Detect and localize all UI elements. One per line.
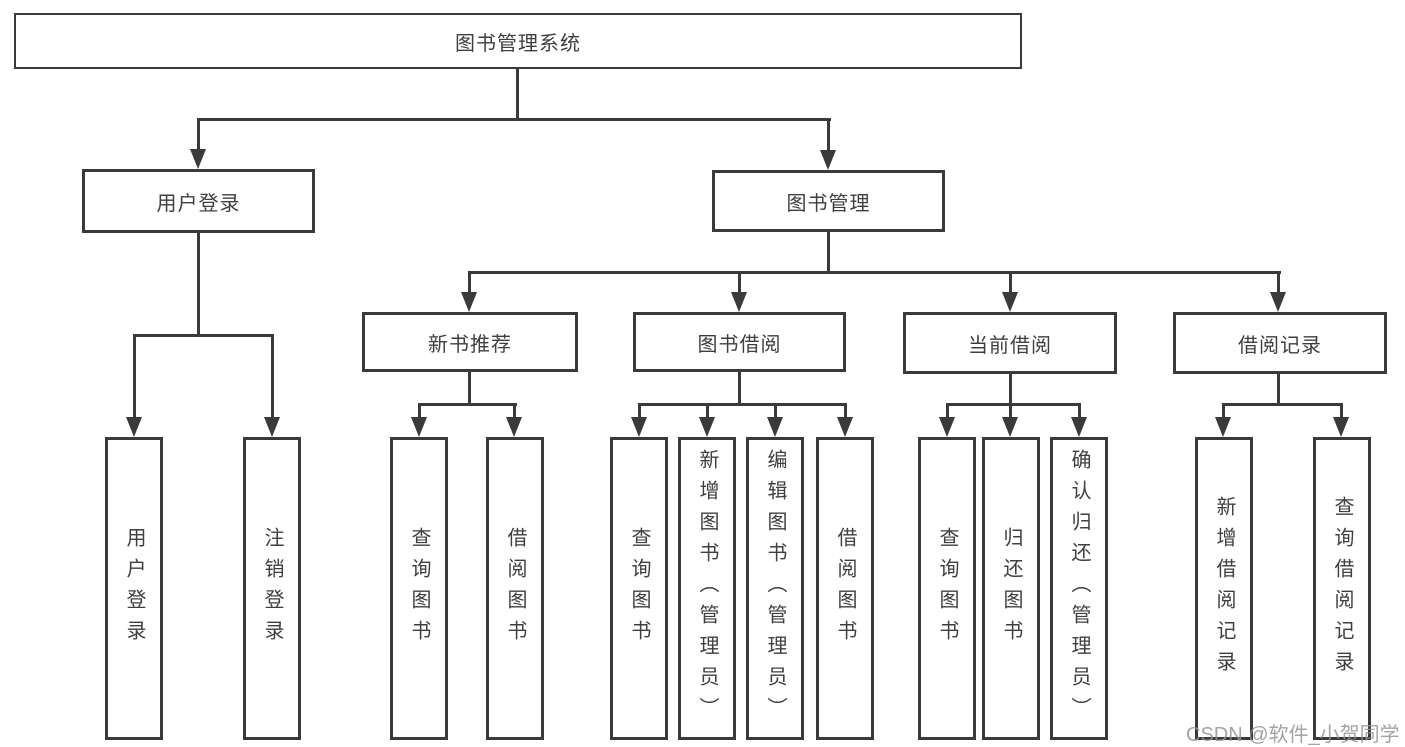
node-label: 用户登录: [123, 526, 145, 651]
arrow-down-icon: [461, 292, 477, 312]
node-current-borrowing: 当前借阅: [903, 312, 1117, 374]
arrow-down-icon: [939, 417, 955, 437]
leaf-query-books-current: 查询图书: [918, 437, 976, 740]
connector-line: [468, 271, 471, 294]
node-label: 编辑图书（管理员）: [764, 449, 786, 728]
leaf-add-book-admin: 新增图书（管理员）: [678, 437, 736, 740]
leaf-return-book: 归还图书: [982, 437, 1040, 740]
connector-line: [946, 403, 1081, 406]
node-label: 借阅图书: [504, 526, 526, 651]
connector-line: [1277, 374, 1280, 406]
watermark: CSDN @软件_小贺同学: [1186, 724, 1400, 746]
connector-line: [468, 271, 1281, 274]
leaf-query-books-borrowing: 查询图书: [610, 437, 668, 740]
leaf-logout: 注销登录: [243, 437, 301, 740]
connector-line: [418, 403, 421, 418]
connector-line: [133, 334, 136, 418]
node-label: 确认归还（管理员）: [1068, 449, 1090, 728]
node-library-management-system: 图书管理系统: [14, 13, 1022, 69]
arrow-down-icon: [411, 417, 427, 437]
node-label: 新书推荐: [428, 333, 512, 356]
node-label: 用户登录: [156, 192, 241, 215]
leaf-user-login: 用户登录: [105, 437, 163, 740]
connector-line: [1009, 271, 1012, 294]
node-book-management: 图书管理: [712, 170, 945, 232]
node-label: 归还图书: [1000, 526, 1022, 651]
node-label: 查询图书: [408, 526, 430, 651]
arrow-down-icon: [1071, 417, 1087, 437]
arrow-down-icon: [1002, 292, 1018, 312]
connector-line: [133, 334, 274, 337]
connector-line: [513, 403, 516, 418]
connector-line: [844, 403, 847, 418]
connector-line: [1009, 374, 1012, 406]
connector-line: [1277, 271, 1280, 294]
node-label: 新增图书（管理员）: [696, 449, 718, 728]
leaf-query-borrow-record: 查询借阅记录: [1313, 437, 1371, 740]
arrow-down-icon: [820, 150, 836, 170]
arrow-down-icon: [1002, 417, 1018, 437]
arrow-down-icon: [699, 417, 715, 437]
arrow-down-icon: [631, 417, 647, 437]
node-label: 当前借阅: [968, 334, 1052, 357]
node-borrowing-records: 借阅记录: [1173, 312, 1387, 374]
arrow-down-icon: [731, 292, 747, 312]
connector-line: [1222, 403, 1343, 406]
connector-line: [271, 334, 274, 418]
leaf-borrow-books-recommend: 借阅图书: [486, 437, 544, 740]
connector-line: [1009, 403, 1012, 418]
connector-line: [1340, 403, 1343, 418]
arrow-down-icon: [506, 417, 522, 437]
node-label: 图书管理系统: [455, 32, 581, 55]
connector-line: [638, 403, 641, 418]
connector-line: [516, 69, 519, 120]
node-user-login: 用户登录: [82, 169, 315, 233]
leaf-borrow-books: 借阅图书: [816, 437, 874, 740]
connector-line: [738, 271, 741, 294]
connector-line: [197, 118, 831, 121]
node-label: 查询图书: [628, 526, 650, 651]
node-book-borrowing: 图书借阅: [633, 312, 846, 372]
node-label: 借阅记录: [1238, 334, 1322, 357]
arrow-down-icon: [837, 417, 853, 437]
arrow-down-icon: [264, 417, 280, 437]
arrow-down-icon: [1333, 417, 1349, 437]
connector-line: [197, 118, 200, 151]
arrow-down-icon: [1215, 417, 1231, 437]
node-label: 借阅图书: [834, 526, 856, 651]
leaf-add-borrow-record: 新增借阅记录: [1195, 437, 1253, 740]
connector-line: [774, 403, 777, 418]
connector-line: [946, 403, 949, 418]
connector-line: [197, 233, 200, 337]
arrow-down-icon: [767, 417, 783, 437]
arrow-down-icon: [1270, 292, 1286, 312]
connector-line: [638, 403, 847, 406]
node-label: 查询图书: [936, 526, 958, 651]
connector-line: [738, 372, 741, 406]
node-label: 图书借阅: [697, 333, 782, 356]
connector-line: [827, 118, 830, 151]
connector-line: [1222, 403, 1225, 418]
connector-line: [468, 372, 471, 406]
leaf-edit-book-admin: 编辑图书（管理员）: [746, 437, 804, 740]
connector-line: [418, 403, 517, 406]
connector-line: [706, 403, 709, 418]
node-new-book-recommend: 新书推荐: [362, 312, 578, 372]
node-label: 图书管理: [786, 192, 871, 215]
arrow-down-icon: [190, 149, 206, 169]
leaf-confirm-return-admin: 确认归还（管理员）: [1050, 437, 1108, 740]
node-label: 注销登录: [261, 526, 283, 651]
connector-line: [1078, 403, 1081, 418]
leaf-query-books-recommend: 查询图书: [390, 437, 448, 740]
arrow-down-icon: [126, 417, 142, 437]
node-label: 新增借阅记录: [1213, 495, 1235, 682]
node-label: 查询借阅记录: [1331, 495, 1353, 682]
connector-line: [827, 232, 830, 274]
